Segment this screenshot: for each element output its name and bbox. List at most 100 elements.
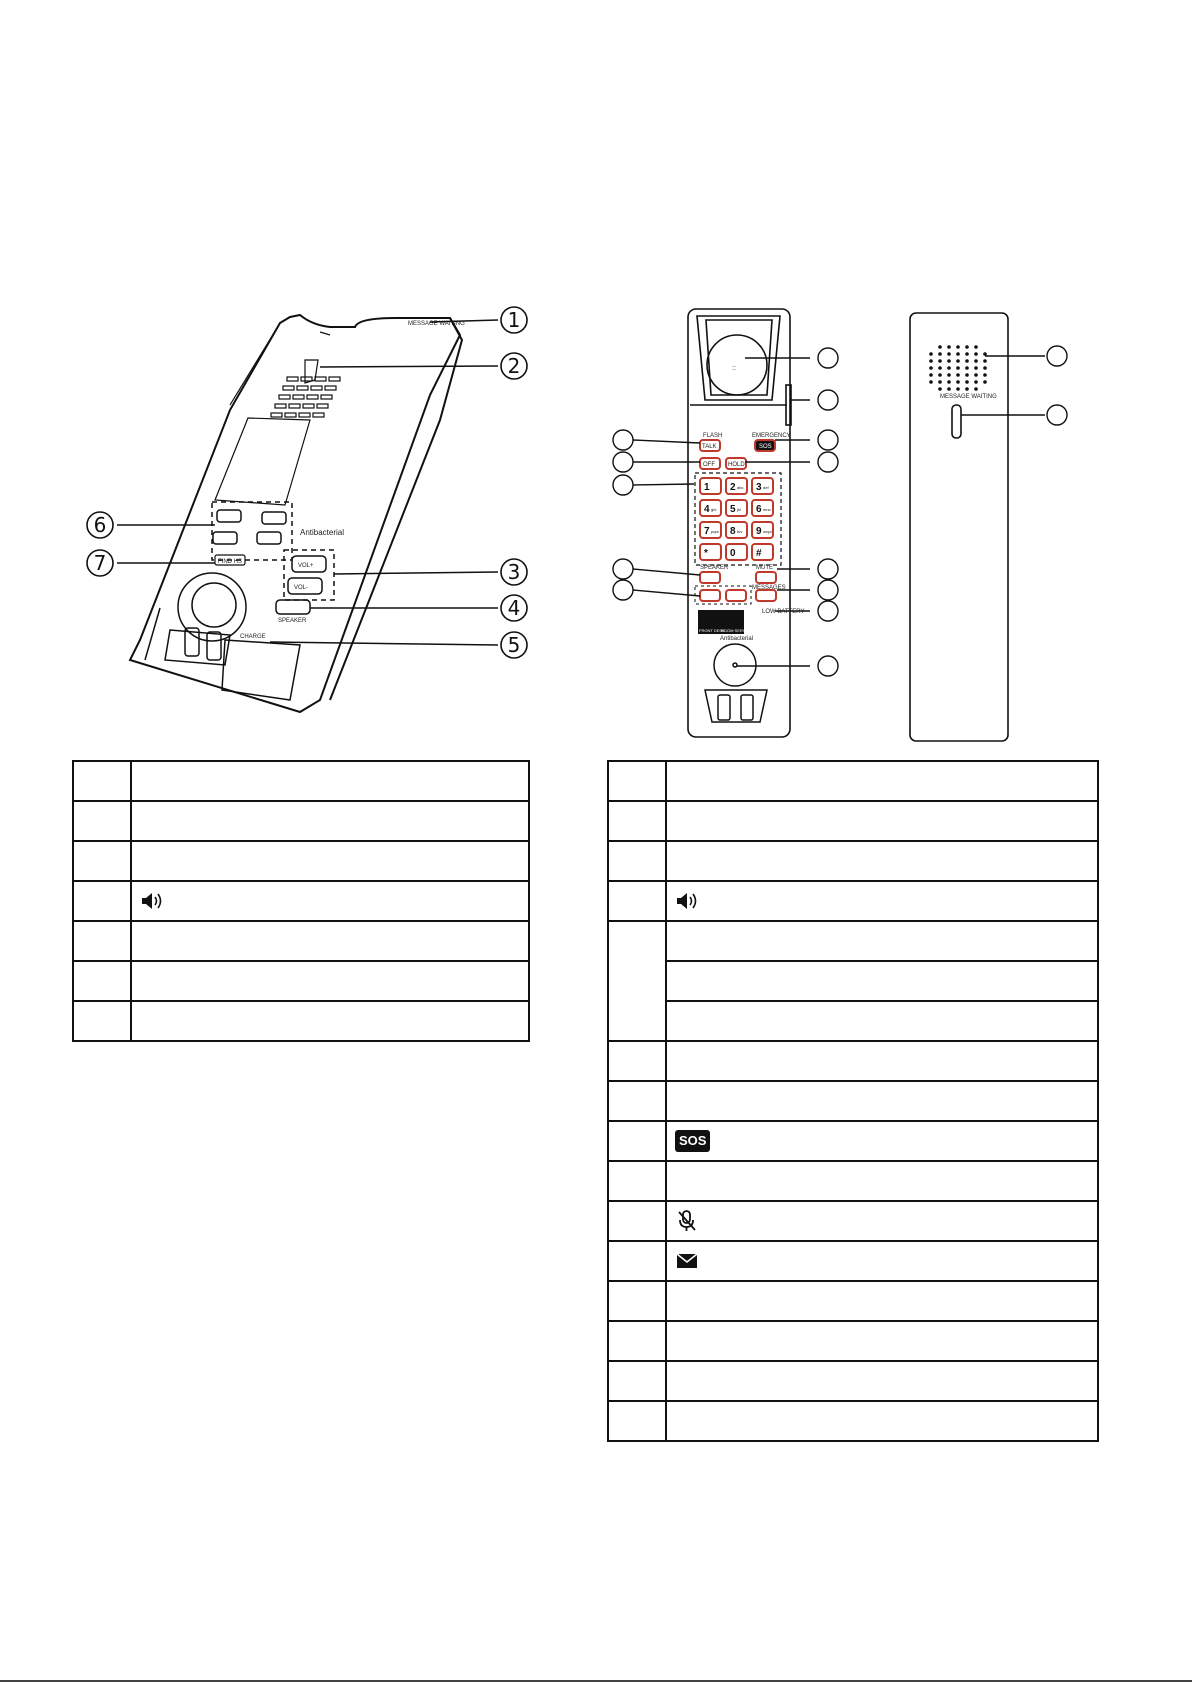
emergency-sos-button[interactable] bbox=[754, 439, 776, 452]
grille-hole bbox=[965, 366, 969, 370]
row-number-cell bbox=[607, 760, 667, 802]
base-speaker-label: SPEAKER bbox=[278, 618, 307, 624]
row-number-cell bbox=[607, 1040, 667, 1082]
speaker-icon bbox=[142, 893, 162, 909]
vol-down-label: VOL- bbox=[294, 585, 308, 591]
row-description-cell bbox=[130, 920, 530, 962]
grille-hole bbox=[947, 366, 951, 370]
row-number-cell bbox=[72, 840, 132, 882]
keypad-key-0[interactable] bbox=[725, 543, 748, 561]
grille-hole bbox=[965, 387, 969, 391]
grille-hole bbox=[965, 359, 969, 363]
grille-hole bbox=[983, 352, 987, 356]
keypad-outline bbox=[694, 472, 782, 566]
handset-speaker-button[interactable] bbox=[699, 571, 721, 584]
keypad-key-9[interactable] bbox=[751, 521, 774, 539]
emergency-label: EMERGENCY bbox=[752, 433, 791, 439]
row-description-cell bbox=[665, 1040, 1099, 1082]
callout-6-label: 6 bbox=[94, 513, 107, 537]
messages-label: MESSAGES bbox=[752, 585, 786, 591]
keypad-letters-label: def bbox=[763, 485, 769, 490]
keypad-key-star[interactable] bbox=[699, 543, 722, 561]
table-row bbox=[607, 1320, 1099, 1362]
keypad-key-4[interactable] bbox=[699, 499, 722, 517]
keypad-digit-label: 7 bbox=[704, 526, 710, 537]
keypad-digit-label: 0 bbox=[730, 548, 736, 559]
talk-button[interactable] bbox=[699, 439, 721, 452]
table-row bbox=[607, 1280, 1099, 1322]
keypad-key-5[interactable] bbox=[725, 499, 748, 517]
row-description-cell bbox=[665, 1400, 1099, 1442]
off-button[interactable] bbox=[699, 457, 721, 470]
grille-hole bbox=[965, 352, 969, 356]
speaker-icon bbox=[677, 893, 697, 909]
keypad-key-3[interactable] bbox=[751, 477, 774, 495]
grille-hole bbox=[929, 373, 933, 377]
grille-hole bbox=[947, 345, 951, 349]
keypad-key-6[interactable] bbox=[751, 499, 774, 517]
base-speaker-button[interactable] bbox=[275, 599, 311, 615]
row-description-cell bbox=[665, 800, 1099, 842]
keypad-digit-label: 6 bbox=[756, 504, 762, 515]
handset-speaker-label: SPEAKER bbox=[700, 565, 729, 571]
callout-4 bbox=[500, 594, 528, 622]
table-row bbox=[607, 1160, 1099, 1202]
base-legend-table bbox=[72, 760, 530, 1042]
base-leader-lines bbox=[117, 319, 499, 646]
keypad-digit-label: 8 bbox=[730, 526, 736, 537]
grille-hole bbox=[965, 373, 969, 377]
grille-hole bbox=[965, 380, 969, 384]
grille-hole bbox=[974, 345, 978, 349]
table-row bbox=[72, 800, 530, 842]
row-description-cell bbox=[130, 880, 530, 922]
grille-hole bbox=[956, 345, 960, 349]
keypad-letters-label: wxyz bbox=[763, 529, 772, 534]
row-number-cell bbox=[607, 1160, 667, 1202]
callout-2 bbox=[500, 352, 528, 380]
table-row bbox=[607, 1080, 1099, 1122]
table-row bbox=[607, 1200, 1099, 1242]
grille-hole bbox=[983, 373, 987, 377]
handset-callout-speaker bbox=[612, 558, 634, 580]
keypad-key-hash[interactable] bbox=[751, 543, 774, 561]
keypad-key-8[interactable] bbox=[725, 521, 748, 539]
base-program-buttons bbox=[211, 501, 293, 561]
handset-callout-hold bbox=[817, 451, 839, 473]
find-hs-button[interactable] bbox=[214, 554, 246, 566]
hold-label: HOLD bbox=[728, 462, 745, 468]
row-number-cell bbox=[607, 1360, 667, 1402]
row-description-cell bbox=[665, 1360, 1099, 1402]
keypad-key-7[interactable] bbox=[699, 521, 722, 539]
grille-hole bbox=[974, 352, 978, 356]
messages-button[interactable] bbox=[755, 589, 777, 602]
keypad-key-1[interactable] bbox=[699, 477, 722, 495]
row-number-cell bbox=[607, 1280, 667, 1322]
grille-hole bbox=[974, 373, 978, 377]
grille-hole bbox=[938, 380, 942, 384]
keypad-key-2[interactable] bbox=[725, 477, 748, 495]
handset-callout-earpiece bbox=[817, 347, 839, 369]
blank-button-2[interactable] bbox=[725, 589, 747, 602]
grille-hole bbox=[947, 380, 951, 384]
callout-3-label: 3 bbox=[508, 560, 521, 584]
grille-hole bbox=[929, 380, 933, 384]
merged-number-cell bbox=[607, 920, 667, 1042]
handset-callout-talk bbox=[612, 429, 634, 451]
keypad-letters-label: pqrs bbox=[711, 529, 719, 534]
callout-2-label: 2 bbox=[508, 354, 521, 378]
base-speaker-grille bbox=[270, 376, 341, 418]
front-desk-room-service-panel bbox=[698, 610, 744, 634]
room-service-label: ROOM SERVICE bbox=[721, 628, 752, 633]
handset-antibacterial-label: Antibacterial bbox=[720, 636, 753, 642]
row-number-cell bbox=[607, 880, 667, 922]
row-description-cell bbox=[665, 1160, 1099, 1202]
callout-7-label: 7 bbox=[94, 551, 107, 575]
table-row: SOS bbox=[607, 1120, 1099, 1162]
hold-button[interactable] bbox=[725, 457, 747, 470]
mute-button[interactable] bbox=[755, 571, 777, 584]
row-description-cell bbox=[665, 1000, 1099, 1042]
row-number-cell bbox=[607, 800, 667, 842]
off-label: OFF bbox=[703, 462, 715, 468]
back-message-waiting-label: MESSAGE WAITING bbox=[940, 394, 997, 400]
